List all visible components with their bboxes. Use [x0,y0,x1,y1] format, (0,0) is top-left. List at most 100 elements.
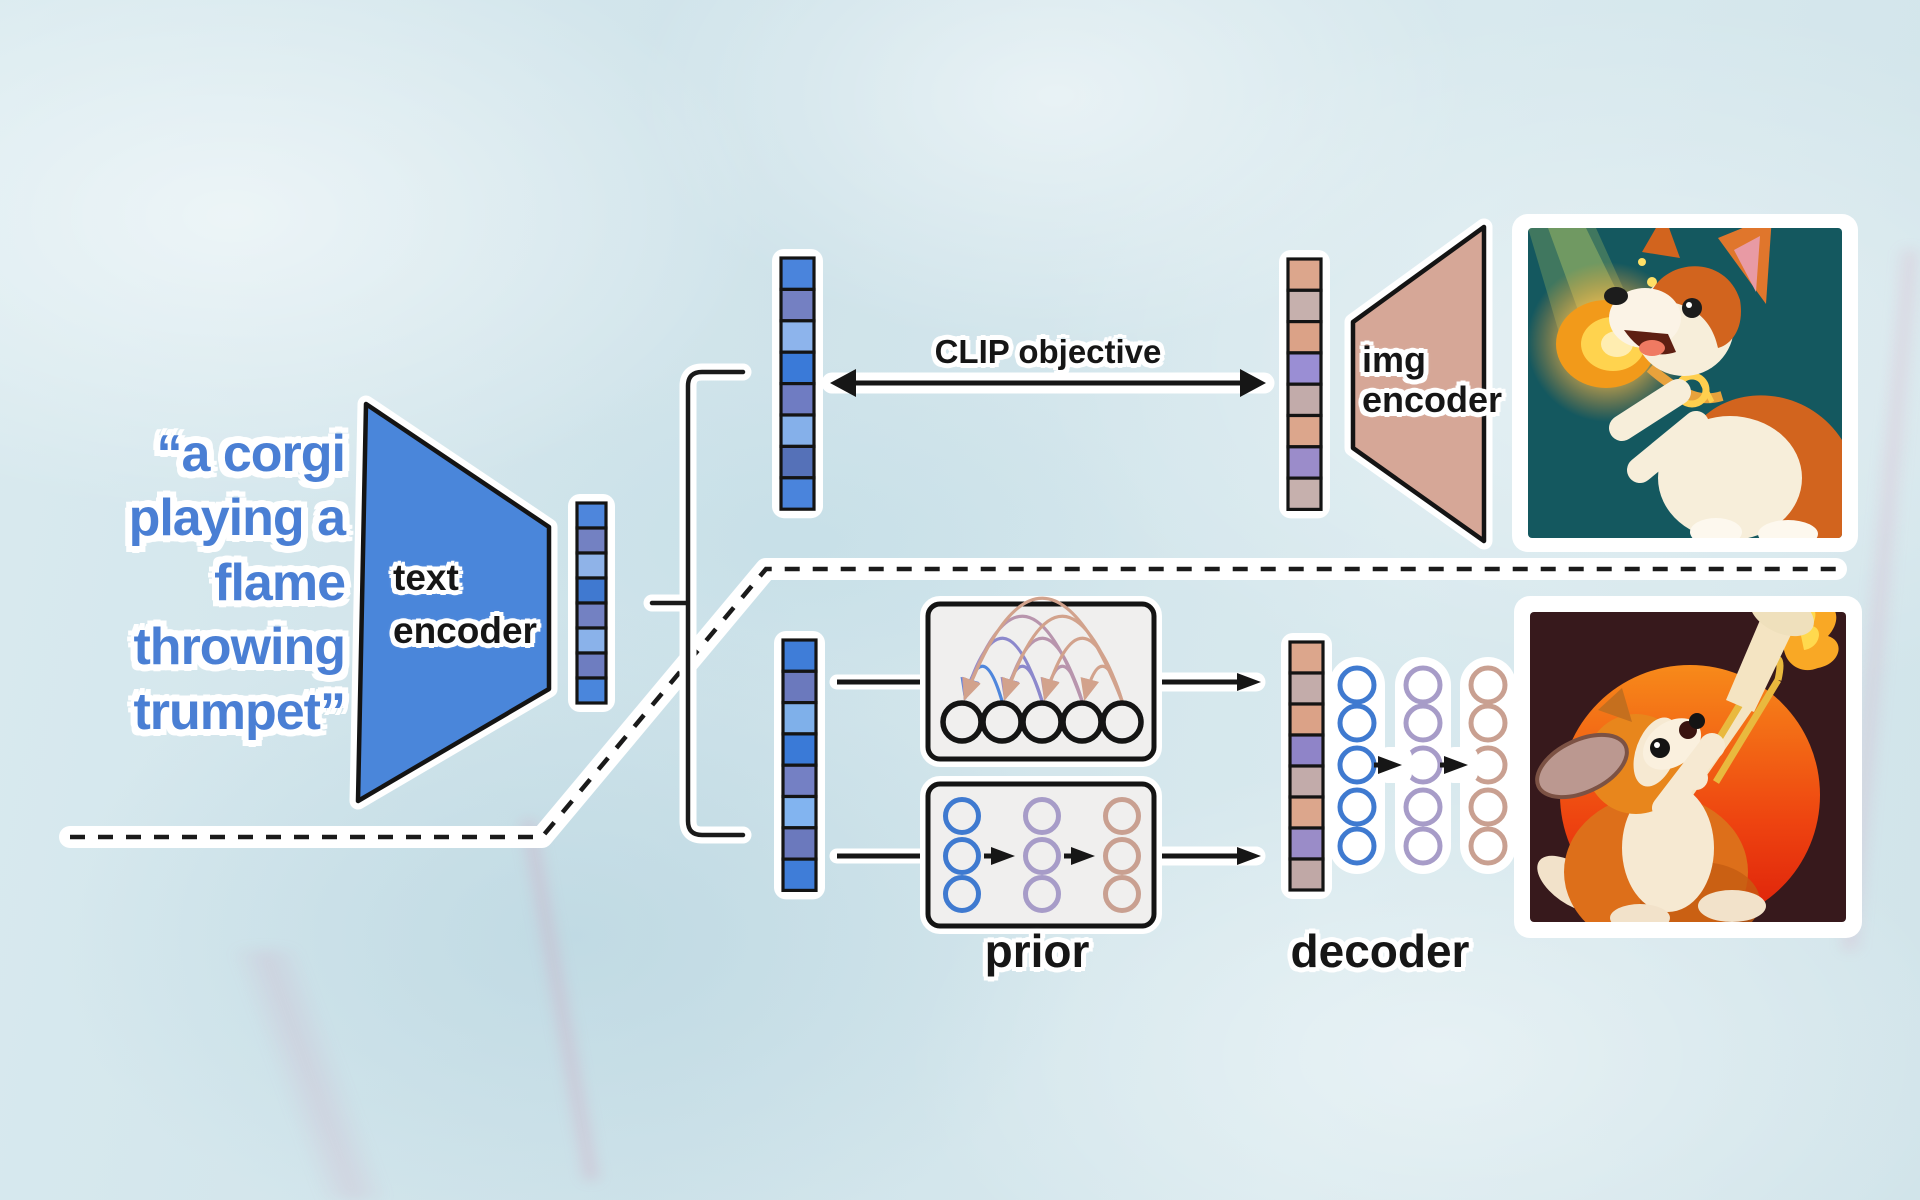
embedding-cell [781,857,818,892]
predicted_image_embedding-column [1281,633,1332,899]
embedding-cell [1288,826,1325,861]
embedding-cell [1288,764,1325,799]
img-encoder-label: img encoder [1362,339,1503,421]
embedding-cell [575,601,608,630]
img-encoder-shape [1344,218,1493,550]
embedding-cell [779,256,816,291]
embedding-cell [1286,351,1323,386]
token-circle [940,700,984,744]
embedding-cell [1288,640,1325,675]
clip-objective-arrow [821,369,1275,397]
decoder-label: decoder [1290,925,1470,977]
decoder-step-arrows [1374,747,1478,783]
diffusion-circle [943,875,981,913]
prompt-line: flame [214,553,346,612]
decoder-circle [1337,826,1377,866]
embedding-cell [575,651,608,680]
decoder-circle [1403,703,1443,743]
decoder-circle [1468,826,1508,866]
token-circle [1060,700,1104,744]
text-embedding-bypass-dashed-line [59,558,1847,848]
token-circle [1100,700,1144,744]
prompt-line: “a corgi [156,425,347,483]
token-circles [940,700,1144,744]
prior-output-arrows [1140,672,1266,866]
embedding-cell [1286,445,1323,480]
embedding-cell [781,794,818,830]
clip-objective-label: CLIP objective [934,333,1162,370]
embedding-cell [1288,795,1325,830]
embedding-cell [779,413,816,448]
embedding-cell [779,287,816,323]
decoder-circle [1468,665,1508,705]
embedding-cell [779,444,816,480]
prompt-line: playing a [128,489,346,548]
embedding-cell [779,382,816,417]
embedding-cell [1286,320,1323,355]
embedding-cell [575,626,608,655]
embedding-cell [779,476,816,511]
prompt-line: trumpet” [133,682,346,741]
diffusion-circle [1103,837,1141,875]
embedding-cell [1288,733,1325,768]
diffusion-circle [1103,797,1141,835]
embedding-cell [1286,257,1323,292]
diffusion-prior-box [920,776,1162,934]
text-encoder-shape [349,395,558,810]
diffusion-circle [1023,837,1061,875]
embedding-cell [1286,382,1323,418]
decoder-circle [1403,665,1443,705]
diffusion-circle [943,797,981,835]
decoder-circle [1337,787,1377,827]
prior-input-lines [829,674,943,864]
embedding-cell [781,669,818,705]
embedding-cell [781,700,818,736]
diffusion-circle [1023,797,1061,835]
embedding-cell [781,826,818,861]
input-corgi-image [1512,214,1858,552]
decoder-circle [1468,787,1508,827]
corgi-body [1658,416,1802,538]
attention-arcs [960,596,1124,702]
autoregressive-prior-box [920,596,1162,767]
text_feature_small-column [568,494,615,712]
embedding-cell [781,763,818,799]
embedding-cell [1286,413,1323,449]
embedding-cell [781,638,818,673]
prompt-text: “a corgi playing a flame throwing trumpe… [20,422,347,744]
image_embedding-column [1279,250,1330,519]
diffusion-circle [1103,875,1141,913]
decoder-circle [1468,703,1508,743]
embedding-cell [575,551,608,580]
decoder-circle [1403,826,1443,866]
text-encoder-label: text encoder [393,557,537,651]
prior-label: prior [984,925,1090,977]
diffusion-circle [943,837,981,875]
prompt-line: throwing [133,618,346,677]
embedding-cell [575,676,608,705]
embedding-cell [1288,671,1325,706]
attention-arc [1080,664,1124,702]
diffusion-circle [1023,875,1061,913]
embedding-cell [575,576,608,605]
token-circle [980,700,1024,744]
generated-corgi-image [1514,596,1862,938]
embedding-cell [781,732,818,767]
decoder-network [1329,657,1516,874]
corgi-ear [1535,732,1629,800]
embedding-cell [1288,857,1325,892]
decoder-circle [1337,703,1377,743]
embedding-cell [779,350,816,386]
split-bracket [643,363,752,844]
trumpet-tube [1646,364,1724,404]
embedding-cell [1286,476,1323,512]
embedding-cell [779,319,816,354]
decoder-circle [1337,745,1377,785]
embedding-cell [575,526,608,555]
decoder-circle [1403,787,1443,827]
embedding-cell [575,501,608,530]
embedding-cell [1286,288,1323,324]
token-circle [1020,700,1064,744]
